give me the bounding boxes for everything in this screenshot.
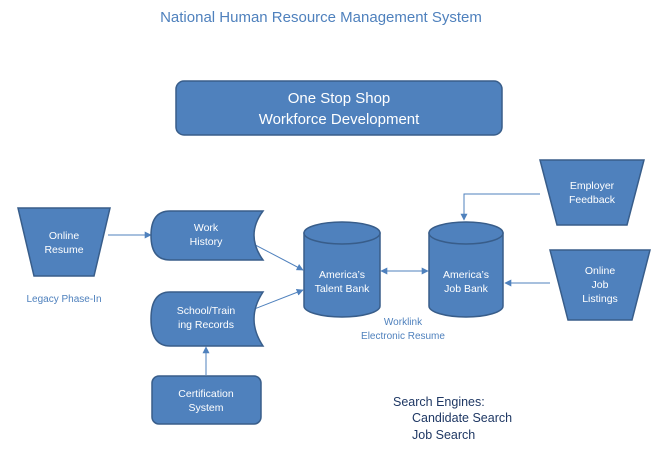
online-job-listings-label-1: Online xyxy=(585,265,616,277)
one-stop-line2: Workforce Development xyxy=(259,111,420,128)
online-resume-label-1: Online xyxy=(49,230,80,242)
employer-feedback-label-1: Employer xyxy=(570,180,615,192)
employer-feedback-label-2: Feedback xyxy=(569,194,616,206)
work-history-label-1: Work xyxy=(194,222,219,234)
search-engines-list: Search Engines: Candidate Search Job Sea… xyxy=(393,395,512,442)
job-bank-node: America’s Job Bank xyxy=(428,221,504,318)
talent-bank-label-2: Talent Bank xyxy=(315,283,371,295)
certification-label-2: System xyxy=(188,402,223,414)
work-history-label-2: History xyxy=(190,236,223,248)
school-training-records-node: School/Train ing Records xyxy=(150,291,265,347)
employer-feedback-node: Employer Feedback xyxy=(539,159,645,226)
school-training-label-1: School/Train xyxy=(177,305,236,317)
talent-bank-node: America’s Talent Bank xyxy=(303,221,381,318)
online-job-listings-label-2: Job xyxy=(592,279,609,291)
search-engines-heading: Search Engines: xyxy=(393,395,485,409)
one-stop-shop-box: One Stop Shop Workforce Development xyxy=(175,80,503,136)
diagram-title: National Human Resource Management Syste… xyxy=(160,9,482,26)
online-resume-label-2: Resume xyxy=(44,244,83,256)
job-bank-label-2: Job Bank xyxy=(444,283,489,295)
connector-employer-to-job-bank xyxy=(460,193,540,221)
online-resume-node: Online Resume xyxy=(17,207,111,277)
search-engine-item: Candidate Search xyxy=(412,411,512,425)
worklink-caption-2: Electronic Resume xyxy=(361,331,445,342)
worklink-caption-1: Worklink xyxy=(384,317,423,328)
one-stop-line1: One Stop Shop xyxy=(288,90,391,107)
talent-bank-label-1: America’s xyxy=(319,269,365,281)
online-job-listings-label-3: Listings xyxy=(582,293,618,305)
online-job-listings-node: Online Job Listings xyxy=(549,249,651,321)
legacy-phase-in-caption: Legacy Phase-In xyxy=(26,294,101,305)
certification-system-node: Certification System xyxy=(151,375,262,425)
job-bank-label-1: America’s xyxy=(443,269,489,281)
certification-label-1: Certification xyxy=(178,388,234,400)
work-history-node: Work History xyxy=(150,210,265,261)
search-engine-item: Job Search xyxy=(412,428,475,442)
school-training-label-2: ing Records xyxy=(178,319,234,331)
